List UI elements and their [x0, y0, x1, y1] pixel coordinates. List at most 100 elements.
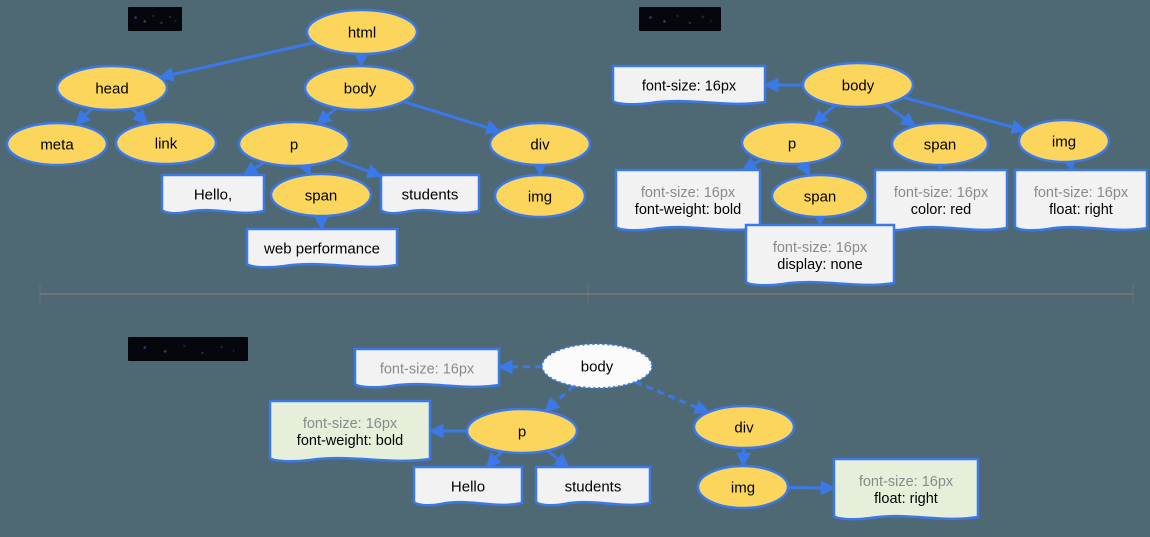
panel-title-render	[128, 337, 248, 361]
node-shape	[770, 173, 870, 219]
tree-node-r-p[interactable]: p	[740, 120, 844, 166]
tree-node-meta[interactable]: meta	[5, 121, 109, 167]
node-label: div	[530, 137, 550, 154]
node-shape	[5, 121, 109, 167]
node-declaration-line: font-size: 16px	[303, 416, 398, 432]
node-shape	[303, 64, 417, 112]
node-label: span	[804, 189, 837, 206]
tree-node-html[interactable]: html	[305, 8, 419, 56]
tree-edge	[812, 103, 837, 126]
tree-node-head[interactable]: head	[55, 64, 169, 112]
tree-edge	[333, 157, 383, 179]
edges-layer	[74, 41, 1076, 496]
node-label: body	[581, 359, 614, 376]
tree-edge	[497, 359, 543, 375]
node-declaration-line: float: right	[1049, 202, 1113, 218]
tree-node-img[interactable]: img	[493, 173, 587, 219]
panel-title-cssom	[639, 7, 721, 31]
tree-edge	[787, 480, 836, 496]
tree-node-r-span[interactable]: span	[890, 121, 990, 167]
tree-node-span1[interactable]: span	[269, 172, 373, 218]
tree-edge	[402, 100, 502, 135]
tree-edge	[634, 380, 710, 414]
tree-edge	[546, 449, 570, 469]
tree-node-body[interactable]: body	[303, 64, 417, 112]
node-label: span	[305, 188, 338, 205]
tree-node-b-div[interactable]: div	[692, 404, 796, 450]
tree-node-students[interactable]: students	[379, 173, 481, 215]
node-shape	[305, 8, 419, 56]
node-label: head	[95, 81, 128, 98]
section-divider	[39, 284, 1134, 304]
node-shape	[611, 64, 767, 106]
node-declaration-line: color: red	[911, 202, 971, 218]
tree-edge	[316, 106, 338, 126]
node-shape	[692, 404, 796, 450]
node-label: Hello,	[194, 187, 232, 204]
tree-node-r-span2[interactable]: span	[770, 173, 870, 219]
tree-node-b-hello[interactable]: Hello	[412, 465, 524, 507]
node-shape	[744, 223, 896, 287]
node-label: body	[344, 81, 377, 98]
tree-edge	[485, 450, 503, 469]
node-label: p	[290, 137, 298, 154]
node-label: meta	[40, 137, 74, 154]
node-label: span	[924, 137, 957, 154]
tree-node-r-body[interactable]: body	[801, 61, 915, 109]
node-label: html	[348, 25, 376, 42]
tree-edge	[796, 160, 811, 177]
node-declaration-line: font-weight: bold	[297, 433, 403, 449]
tree-node-b-students[interactable]: students	[534, 465, 652, 507]
node-shape	[488, 121, 592, 167]
node-shape	[55, 64, 169, 112]
tree-node-b-img[interactable]: img	[696, 464, 790, 510]
tree-node-webperf[interactable]: web performance	[245, 227, 399, 269]
tree-edge	[131, 107, 149, 125]
panel-title-dom	[128, 7, 182, 31]
tree-node-r-fs-top[interactable]: font-size: 16px	[611, 64, 767, 106]
tree-node-b-fs[interactable]: font-size: 16px	[353, 347, 501, 389]
tree-node-hello[interactable]: Hello,	[160, 173, 266, 215]
node-declaration-line: font-size: 16px	[894, 185, 989, 201]
node-label: link	[155, 136, 178, 153]
node-declaration-line: font-size: 16px	[859, 474, 954, 490]
node-label: web performance	[263, 241, 380, 258]
tree-edge	[883, 103, 917, 128]
node-declaration-line: float: right	[874, 491, 938, 507]
node-declaration-line: font-size: 16px	[380, 362, 475, 378]
tree-node-div[interactable]: div	[488, 121, 592, 167]
node-shape	[268, 399, 432, 463]
node-shape	[237, 120, 351, 168]
node-shape	[1013, 168, 1149, 232]
tree-node-p[interactable]: p	[237, 120, 351, 168]
tree-edge	[903, 95, 1027, 135]
node-shape	[740, 120, 844, 166]
node-label: body	[842, 78, 875, 95]
node-label: students	[565, 479, 622, 496]
node-shape	[1017, 118, 1111, 164]
node-shape	[245, 227, 399, 269]
tree-node-b-p[interactable]: p	[465, 407, 579, 455]
node-label: students	[402, 187, 459, 204]
tree-edge	[297, 159, 312, 176]
node-shape	[465, 407, 579, 455]
tree-edge	[1061, 154, 1076, 172]
node-shape	[890, 121, 990, 167]
tree-node-r-img[interactable]: img	[1017, 118, 1111, 164]
node-shape	[696, 464, 790, 510]
node-shape	[541, 343, 653, 389]
node-label: p	[788, 136, 796, 153]
tree-node-link[interactable]: link	[114, 120, 218, 166]
node-shape	[801, 61, 915, 109]
node-shape	[534, 465, 652, 507]
node-label: img	[528, 189, 552, 206]
tree-node-b-body[interactable]: body	[541, 343, 653, 389]
